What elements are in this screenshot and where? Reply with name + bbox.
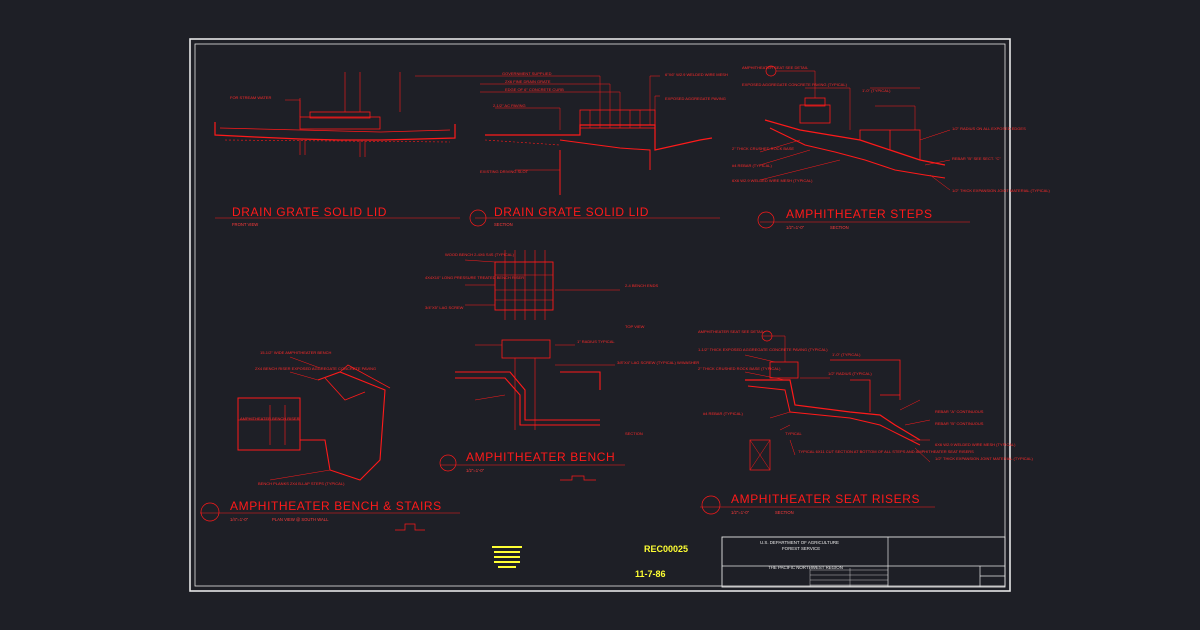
detail-amphitheater-bench-stairs: 15-1/2" WIDE AMPHITHEATER BENCH 2X4 BENC…: [200, 350, 460, 531]
detail-subtitle-drain-front: FRONT VIEW: [232, 222, 258, 227]
callout-driving-slot: EXISTING DRIVING SLOT: [480, 169, 529, 174]
callout-bench-radius: 1" RADIUS TYPICAL: [577, 339, 615, 344]
title-block-agency: U.S. DEPARTMENT OF AGRICULTURE: [760, 540, 839, 545]
record-date: 11-7-86: [635, 569, 666, 579]
callout-steps-paving: EXPOSED AGGREGATE CONCRETE PAVING (TYPIC…: [742, 82, 848, 87]
detail-amphitheater-steps: AMPHITHEATER SEAT SEE DETAIL EXPOSED AGG…: [732, 65, 1051, 230]
title-block-service: FOREST SERVICE: [782, 546, 820, 551]
callout-risers-expansion: 1/2" THICK EXPANSION JOINT MATERIAL (TYP…: [935, 456, 1034, 461]
callout-bench-riser: 4X4X10" LONG PRESSURE TREATED BENCH RISE…: [425, 275, 524, 280]
callout-risers-rebar-4: #4 REBAR (TYPICAL): [703, 411, 743, 416]
callout-risers-cut-section: TYPICAL 6X11 CUT SECTION AT BOTTOM OF AL…: [798, 449, 974, 454]
callout-stairs-bench: 15-1/2" WIDE AMPHITHEATER BENCH: [260, 350, 331, 355]
detail-title-drain-section: DRAIN GRATE SOLID LID: [494, 205, 649, 219]
detail-subtitle-steps-scale: 1/2"=1'-0": [786, 225, 805, 230]
record-number: REC00025: [644, 544, 688, 554]
callout-bench-top-view: TOP VIEW: [625, 324, 645, 329]
callout-risers-seat: AMPHITHEATER SEAT SEE DETAIL: [698, 329, 765, 334]
callout-bench-wood: WOOD BENCH 2-4X6 S4S (TYPICAL): [445, 252, 515, 257]
detail-subtitle-seat-risers-scale: 1/2"=1'-0": [731, 510, 750, 515]
detail-subtitle-steps-view: SECTION: [830, 225, 849, 230]
callout-risers-paving: 1-1/2" THICK EXPOSED AGGREGATE CONCRETE …: [698, 347, 828, 352]
detail-title-drain-front: DRAIN GRATE SOLID LID: [232, 205, 387, 219]
detail-drain-grate-section: GOVERNMENT SUPPLIED 2X6 FINE DRAIN GRATE…: [415, 71, 728, 227]
callout-welded-wire-mesh: 6"X6" W2.9 WELDED WIRE MESH: [665, 72, 728, 77]
detail-subtitle-drain-section: SECTION: [494, 222, 513, 227]
callout-concrete-curb: EDGE OF 6" CONCRETE CURB: [505, 87, 564, 92]
callout-risers-wire-mesh: 6X6 W2.9 WELDED WIRE MESH (TYPICAL): [935, 442, 1016, 447]
detail-title-seat-risers: AMPHITHEATER SEAT RISERS: [731, 492, 920, 506]
detail-amphitheater-bench: WOOD BENCH 2-4X6 S4S (TYPICAL) 4X4X10" L…: [425, 250, 699, 481]
detail-amphitheater-seat-risers: AMPHITHEATER SEAT SEE DETAIL 1-1/2" THIC…: [698, 329, 1034, 515]
callout-steps-seat: AMPHITHEATER SEAT SEE DETAIL: [742, 65, 809, 70]
callout-government-supplied: GOVERNMENT SUPPLIED: [502, 71, 552, 76]
callout-exposed-aggregate: EXPOSED AGGREGATE PAVING: [665, 96, 726, 101]
callout-bench-lag: 3/4"X5" LAG SCREW: [425, 305, 464, 310]
callout-steps-radius: 1/2" RADIUS ON ALL EXPOSED EDGES: [952, 126, 1026, 131]
detail-subtitle-bench-stairs-scale: 1/4"=1'-0": [230, 517, 249, 522]
title-block: U.S. DEPARTMENT OF AGRICULTURE FOREST SE…: [721, 536, 1006, 588]
callout-risers-dimension: 1'-0" (TYPICAL): [832, 352, 861, 357]
inner-border: [194, 43, 1006, 587]
callout-steps-rebar-4: #4 REBAR (TYPICAL): [732, 163, 772, 168]
callout-ac-paving: 2-1/2" AC PAVING: [493, 103, 526, 108]
callout-bench-lag-washer: 3/8"X4" LAG SCREW (TYPICAL) W/WASHER: [617, 360, 699, 365]
callout-steps-rebar-b: REBAR "B" SEE SECT. "C": [952, 156, 1001, 161]
callout-steps-expansion: 1/2" THICK EXPANSION JOINT MATERIAL (TYP…: [952, 188, 1051, 193]
callout-risers-rock-base: 2" THICK CRUSHED ROCK BASE (TYPICAL): [698, 366, 781, 371]
callout-steps-rock-base: 2" THICK CRUSHED ROCK BASE: [732, 146, 794, 151]
detail-drain-grate-front: FOR STREAM WATER DRAIN GRATE SOLID LID F…: [214, 72, 460, 227]
detail-title-bench-stairs: AMPHITHEATER BENCH & STAIRS: [230, 499, 442, 513]
record-stamp: REC00025 11-7-86: [492, 544, 688, 579]
callout-bench-ends: 2-4 BENCH ENDS: [625, 283, 658, 288]
callout-steps-typical: 1'-0" (TYPICAL): [862, 88, 891, 93]
callout-stream-water: FOR STREAM WATER: [230, 95, 271, 100]
callout-bench-section: SECTION: [625, 431, 643, 436]
title-block-region: THE PACIFIC NORTHWEST REGION: [768, 565, 843, 570]
callout-risers-typical: TYPICAL: [785, 431, 802, 436]
detail-title-bench: AMPHITHEATER BENCH: [466, 450, 615, 464]
callout-stairs-riser: 2X4 BENCH RISER EXPOSED AGGREGATE CONCRE…: [255, 366, 376, 371]
callout-stairs-planks: BENCH PLANKS 2X4 B-LAP STEPS (TYPICAL): [258, 481, 345, 486]
callout-steps-wire-mesh: 6X6 W2.9 WELDED WIRE MESH (TYPICAL): [732, 178, 813, 183]
detail-title-steps: AMPHITHEATER STEPS: [786, 207, 933, 221]
callout-risers-rebar-b: REBAR "B" CONTINUOUS: [935, 421, 984, 426]
detail-subtitle-bench: 1/2"=1'-0": [466, 468, 485, 473]
detail-subtitle-bench-stairs-view: PLAN VIEW @ SOUTH WALL: [272, 517, 329, 522]
outer-border: [189, 38, 1011, 592]
detail-subtitle-seat-risers-view: SECTION: [775, 510, 794, 515]
callout-stairs-bench-riser: AMPHITHEATER BENCH RISER: [240, 416, 300, 421]
callout-fine-drain-grate: 2X6 FINE DRAIN GRATE: [505, 79, 551, 84]
callout-risers-rebar-a: REBAR "A" CONTINUOUS: [935, 409, 984, 414]
callout-risers-radius: 1/2" RADIUS (TYPICAL): [828, 371, 872, 376]
